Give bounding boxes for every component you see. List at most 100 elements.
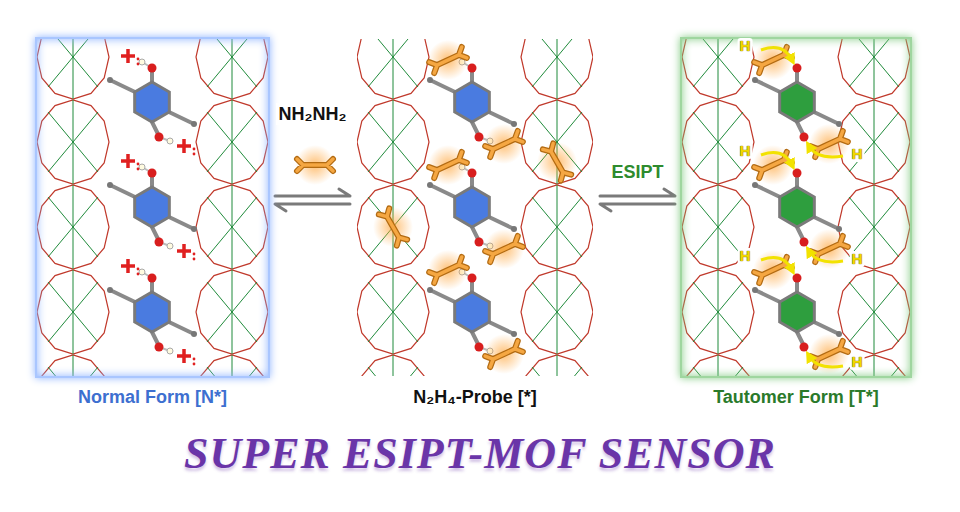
mof-ring <box>521 39 593 99</box>
hydrazine-body <box>429 47 467 73</box>
repulsion-cross <box>177 244 191 258</box>
lone-pair-dot <box>193 363 196 366</box>
lone-pair-dot <box>137 273 140 276</box>
benzene-ring <box>780 292 815 332</box>
lone-pair-dot <box>137 63 140 66</box>
hydrazine-molecule <box>379 208 407 245</box>
ligand-bond <box>169 322 194 334</box>
hydrazine-molecule <box>485 341 523 367</box>
panel-frame <box>35 37 270 378</box>
carbon-atom <box>107 182 113 188</box>
hydrazine-molecule <box>543 143 571 180</box>
equilibrium-arrow <box>600 189 675 211</box>
mof-ring <box>196 39 268 99</box>
carbon-atom <box>752 287 758 293</box>
mof-ring <box>838 355 910 376</box>
hydrazine-molecule <box>754 257 792 283</box>
edge-label: ESIPT <box>608 161 666 183</box>
lone-pair-dot <box>137 163 140 166</box>
hydrogen-atom <box>139 269 145 275</box>
oxygen-atom <box>800 343 809 352</box>
hydrazine-glow <box>484 124 524 164</box>
oxygen-atom <box>468 274 477 283</box>
hydrazine-body <box>485 236 523 262</box>
state-caption: Normal Form [N*] <box>35 386 270 408</box>
proton-transfer-arrow <box>809 251 843 262</box>
hydrazine-molecule <box>429 257 467 283</box>
proton-transfer-arrow <box>761 48 792 60</box>
repulsion-cross <box>121 259 135 273</box>
metal-link <box>393 355 394 376</box>
hydrazine-body <box>379 208 407 245</box>
hydrazine-glow <box>809 334 849 374</box>
mof-ring <box>682 39 754 99</box>
mof-ring <box>682 185 754 269</box>
carbon-atom <box>107 287 113 293</box>
benzene-ring <box>135 187 170 227</box>
mof-ring <box>357 270 429 354</box>
hydrazine-glow <box>537 142 577 182</box>
ligand-bond <box>489 217 514 229</box>
metal-link <box>874 185 875 269</box>
mof-framework <box>357 39 593 376</box>
hydrazine-body <box>429 257 467 283</box>
hydrazine-outline <box>754 257 792 283</box>
hydrogen-atom <box>139 59 145 65</box>
mof-ring <box>682 100 754 184</box>
hydrogen-atom <box>167 138 173 144</box>
carbon-atom <box>752 182 758 188</box>
oxygen-atom <box>148 64 157 73</box>
hydrazine-glow <box>428 145 468 185</box>
ligand-bond <box>430 290 455 302</box>
mof-ring <box>838 39 910 99</box>
mof-framework <box>37 39 268 376</box>
mof-ring <box>357 355 429 376</box>
benzene-ring <box>135 292 170 332</box>
mof-ring <box>521 355 593 376</box>
hydrazine-glow <box>809 229 849 269</box>
ligand-bond <box>814 217 839 229</box>
hydrazine-outline <box>429 47 467 73</box>
lone-pair-dot <box>137 168 140 171</box>
hydrazine-glow <box>753 40 793 80</box>
hydrazine-molecule <box>429 152 467 178</box>
mof-ring <box>521 100 593 184</box>
lone-pair-dot <box>193 358 196 361</box>
ligand-bond <box>797 122 803 134</box>
hydrazine-glow <box>373 207 413 247</box>
hydrogen-atom <box>139 164 145 170</box>
state-panel: N₂H₄-Probe [*] <box>355 37 595 408</box>
edge-label: NH₂NH₂ <box>276 103 350 125</box>
metal-link <box>718 39 719 99</box>
hydrazine-outline <box>429 257 467 283</box>
metal-link <box>874 100 875 184</box>
mof-ring <box>357 100 429 184</box>
oxygen-atom <box>148 274 157 283</box>
hydrazine-molecule <box>429 47 467 73</box>
metal-link <box>718 100 719 184</box>
hydrazine-body <box>297 159 333 171</box>
oxygen-atom <box>793 64 802 73</box>
benzene-ring <box>455 292 490 332</box>
state-panel: Normal Form [N*] <box>35 37 270 408</box>
ligand-bond <box>152 122 158 134</box>
metal-link <box>557 270 558 354</box>
ligand-bond <box>814 112 839 124</box>
ligand-bond <box>489 112 514 124</box>
hydrazine-glow <box>753 250 793 290</box>
metal-link <box>557 39 558 99</box>
lone-pair-dot <box>137 58 140 61</box>
lone-pair-dot <box>193 253 196 256</box>
mof-ring <box>838 185 910 269</box>
ligand-bond <box>110 185 135 197</box>
oxygen-atom <box>793 169 802 178</box>
hydrazine-outline <box>543 143 571 180</box>
hydrazine-body <box>754 47 792 73</box>
metal-link <box>874 39 875 99</box>
ligand-bond <box>755 80 780 92</box>
carbon-atom <box>427 287 433 293</box>
mof-ring <box>196 270 268 354</box>
proton-transfer-arrow <box>761 153 792 165</box>
metal-link <box>557 185 558 269</box>
carbon-atom <box>107 77 113 83</box>
